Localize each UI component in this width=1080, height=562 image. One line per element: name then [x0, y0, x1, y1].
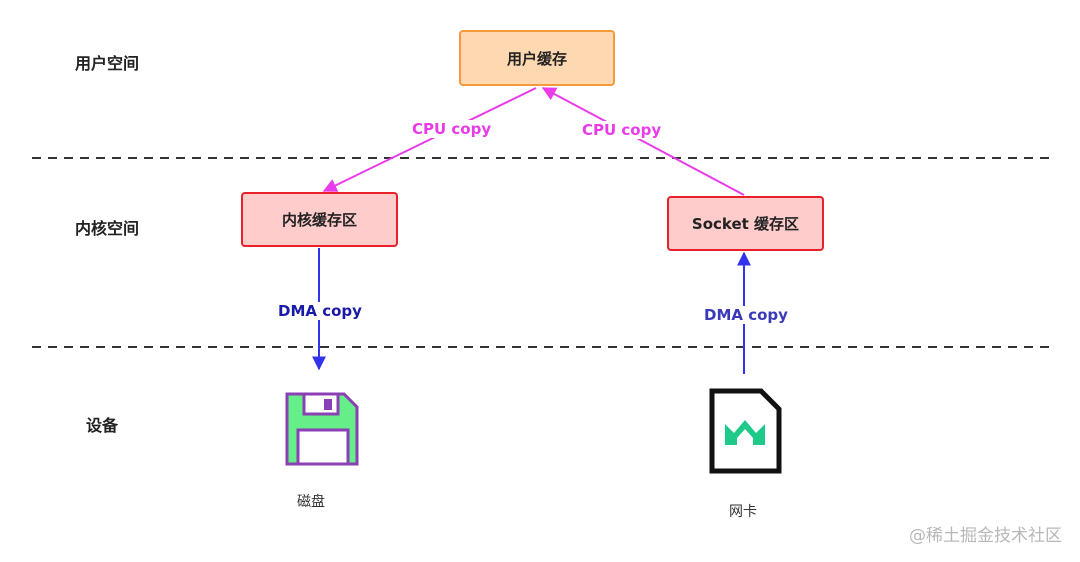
cpu-copy-label-left: CPU copy [410, 120, 494, 138]
nic-label: 网卡 [729, 504, 757, 520]
watermark: @稀土掘金技术社区 [909, 526, 1062, 546]
kernel-buffer-label: 内核缓存区 [281, 211, 357, 229]
layer-label-kernel-space: 内核空间 [75, 219, 140, 238]
cpu-copy-arrow-left [322, 87, 537, 192]
user-buffer-node: 用户缓存 [459, 30, 615, 86]
layer-label-device: 设备 [86, 416, 119, 435]
cpu-copy-label-right: CPU copy [580, 121, 664, 139]
dma-copy-label-right: DMA copy [702, 306, 790, 324]
socket-buffer-label: Socket 缓存区 [691, 215, 800, 233]
disk-label: 磁盘 [297, 494, 325, 510]
floppy-disk-icon [285, 392, 359, 466]
socket-buffer-node: Socket 缓存区 [667, 196, 824, 251]
network-card-icon [709, 388, 782, 474]
dma-copy-label-left: DMA copy [276, 302, 364, 320]
cpu-copy-arrow-right [541, 87, 745, 196]
kernel-buffer-node: 内核缓存区 [241, 192, 398, 247]
layer-label-user-space: 用户空间 [75, 54, 140, 73]
user-buffer-label: 用户缓存 [506, 49, 567, 68]
